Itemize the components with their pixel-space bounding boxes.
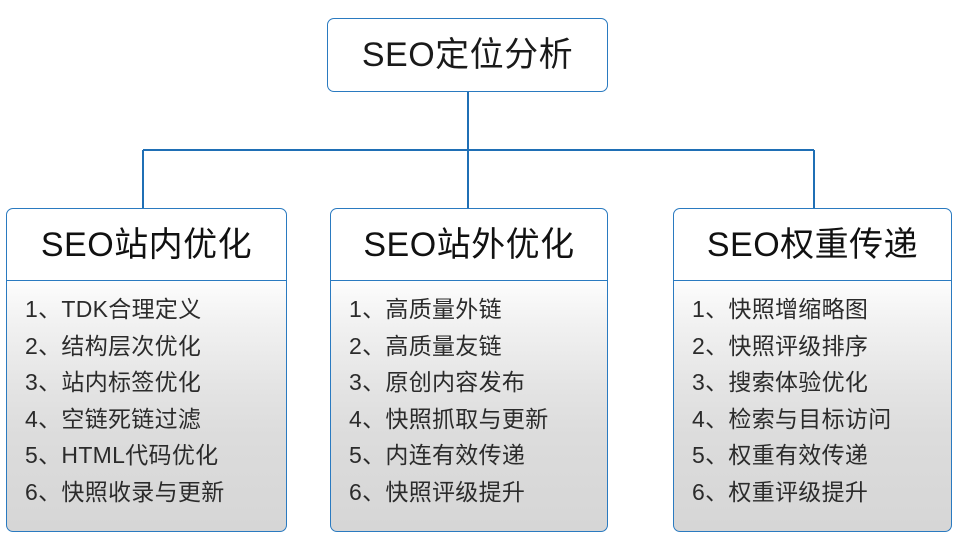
- branch-item-list-2: 1、快照增缩略图 2、快照评级排序 3、搜索体验优化 4、检索与目标访问 5、权…: [674, 291, 951, 510]
- list-item: 3、搜索体验优化: [692, 364, 951, 401]
- list-item: 6、快照收录与更新: [25, 474, 286, 511]
- list-item: 6、权重评级提升: [692, 474, 951, 511]
- list-item: 3、站内标签优化: [25, 364, 286, 401]
- list-item: 1、TDK合理定义: [25, 291, 286, 328]
- list-item-text: HTML代码优化: [61, 442, 219, 468]
- list-item-index: 5、: [25, 442, 62, 468]
- list-item: 2、结构层次优化: [25, 328, 286, 365]
- branch-header-0[interactable]: SEO站内优化: [6, 208, 287, 281]
- branch-seo-weight-transfer: SEO权重传递 1、快照增缩略图 2、快照评级排序 3、搜索体验优化 4、检索与…: [673, 208, 952, 532]
- list-item-index: 4、: [25, 405, 62, 432]
- branch-header-2[interactable]: SEO权重传递: [673, 208, 952, 281]
- list-item-text: 检索与目标访问: [728, 405, 892, 432]
- list-item: 4、检索与目标访问: [692, 401, 951, 438]
- list-item: 1、快照增缩略图: [692, 291, 951, 328]
- list-item: 5、内连有效传递: [349, 437, 607, 474]
- list-item: 2、高质量友链: [349, 328, 607, 365]
- branch-item-list-1: 1、高质量外链 2、高质量友链 3、原创内容发布 4、快照抓取与更新 5、内连有…: [331, 291, 607, 510]
- list-item-text: 高质量外链: [385, 296, 502, 322]
- branch-body-0: 1、TDK合理定义 2、结构层次优化 3、站内标签优化 4、空链死链过滤 5、H…: [6, 281, 287, 532]
- list-item-index: 3、: [349, 369, 386, 395]
- list-item-text: 站内标签优化: [61, 369, 202, 395]
- branch-header-1[interactable]: SEO站外优化: [330, 208, 608, 281]
- list-item-index: 1、: [25, 296, 62, 322]
- list-item-text: 原创内容发布: [385, 369, 526, 395]
- list-item-index: 5、: [692, 442, 729, 468]
- list-item: 5、权重有效传递: [692, 437, 951, 474]
- list-item-text: 高质量友链: [385, 332, 502, 359]
- list-item-index: 6、: [349, 478, 386, 505]
- list-item-text: 权重有效传递: [728, 442, 869, 468]
- branch-item-list-0: 1、TDK合理定义 2、结构层次优化 3、站内标签优化 4、空链死链过滤 5、H…: [7, 291, 286, 510]
- list-item-text: 权重评级提升: [728, 478, 869, 505]
- list-item-index: 4、: [692, 405, 729, 432]
- list-item-index: 5、: [349, 442, 386, 468]
- branch-body-2: 1、快照增缩略图 2、快照评级排序 3、搜索体验优化 4、检索与目标访问 5、权…: [673, 281, 952, 532]
- branch-body-1: 1、高质量外链 2、高质量友链 3、原创内容发布 4、快照抓取与更新 5、内连有…: [330, 281, 608, 532]
- list-item: 5、HTML代码优化: [25, 437, 286, 474]
- branch-header-label-2: SEO权重传递: [706, 225, 919, 264]
- list-item-index: 1、: [349, 296, 386, 322]
- list-item-text: 快照评级排序: [728, 332, 869, 359]
- list-item-text: TDK合理定义: [61, 296, 202, 322]
- list-item-text: 快照增缩略图: [728, 296, 869, 322]
- list-item-index: 4、: [349, 405, 386, 432]
- list-item-text: 快照抓取与更新: [385, 405, 549, 432]
- list-item-index: 2、: [25, 332, 62, 359]
- root-node-label: SEO定位分析: [361, 36, 574, 74]
- list-item-text: 内连有效传递: [385, 442, 526, 468]
- branch-seo-offsite: SEO站外优化 1、高质量外链 2、高质量友链 3、原创内容发布 4、快照抓取与…: [330, 208, 608, 532]
- list-item: 4、快照抓取与更新: [349, 401, 607, 438]
- list-item-index: 6、: [692, 478, 729, 505]
- list-item-index: 2、: [692, 332, 729, 359]
- list-item-index: 3、: [692, 369, 729, 395]
- branch-seo-onsite: SEO站内优化 1、TDK合理定义 2、结构层次优化 3、站内标签优化 4、空链…: [6, 208, 287, 532]
- list-item-text: 结构层次优化: [61, 332, 202, 359]
- root-node[interactable]: SEO定位分析: [327, 18, 608, 92]
- list-item: 2、快照评级排序: [692, 328, 951, 365]
- list-item-text: 快照收录与更新: [61, 478, 225, 505]
- list-item: 4、空链死链过滤: [25, 401, 286, 438]
- list-item-index: 3、: [25, 369, 62, 395]
- list-item-text: 搜索体验优化: [728, 369, 869, 395]
- list-item-index: 6、: [25, 478, 62, 505]
- branch-header-label-1: SEO站外优化: [363, 225, 575, 264]
- list-item-index: 1、: [692, 296, 729, 322]
- list-item: 6、快照评级提升: [349, 474, 607, 511]
- list-item: 3、原创内容发布: [349, 364, 607, 401]
- list-item-index: 2、: [349, 332, 386, 359]
- list-item: 1、高质量外链: [349, 291, 607, 328]
- list-item-text: 空链死链过滤: [61, 405, 202, 432]
- list-item-text: 快照评级提升: [385, 478, 526, 505]
- branch-header-label-0: SEO站内优化: [40, 225, 253, 264]
